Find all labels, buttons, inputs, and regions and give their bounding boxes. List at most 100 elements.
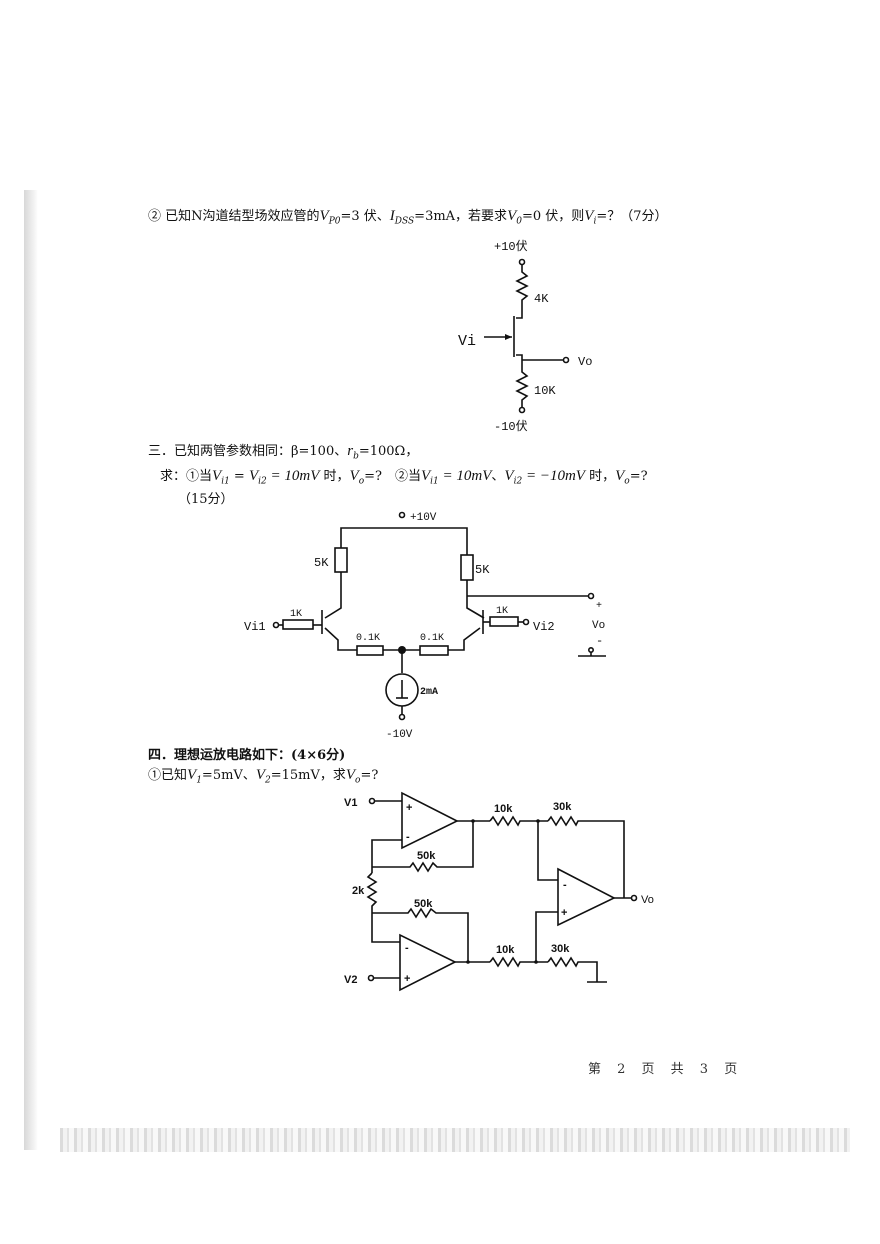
r2-label: 30k — [553, 801, 572, 813]
math-sub: P0 — [328, 216, 341, 227]
text: =? — [360, 768, 379, 783]
question-4-sub1: ①已知V1=5mV、V2=15mV，求Vo=? — [148, 764, 378, 786]
terminal — [398, 713, 406, 721]
resistor-re2 — [419, 645, 449, 656]
math: = 10mV — [266, 468, 320, 484]
r3-label: 50k — [417, 850, 436, 862]
rs-label: 10K — [534, 384, 556, 398]
question-3-ask: 求：①当Vi1 = Vi2 = 10mV 时，Vo=? ②当Vi1 = 10mV… — [160, 465, 648, 487]
resistor-10k — [515, 354, 529, 408]
terminal — [562, 356, 570, 364]
minus-label: - — [405, 942, 409, 954]
opamp-3 — [557, 867, 616, 927]
v1-label: V1 — [344, 797, 357, 809]
rc1-label: 5K — [314, 556, 329, 570]
rc2-label: 5K — [475, 563, 490, 577]
question-3-score: （15分） — [178, 492, 234, 507]
vo-label: Vo — [592, 620, 605, 632]
v2-label: V2 — [344, 974, 357, 986]
text: = — [229, 469, 249, 484]
vi2-label: Vi2 — [533, 620, 555, 634]
emitter-1 — [324, 627, 357, 651]
text: =100Ω， — [358, 444, 419, 459]
resistor-30k-feedback — [547, 815, 625, 898]
text: =5mV、 — [201, 768, 256, 783]
math-sub: i2 — [513, 476, 523, 487]
scan-noise — [60, 1128, 850, 1152]
opamp-1 — [401, 791, 459, 850]
r5-label: 10k — [496, 944, 515, 956]
math: V — [212, 468, 222, 484]
vcc-label: +10V — [410, 512, 437, 524]
math: V — [615, 468, 625, 484]
math-sub: o — [358, 476, 365, 487]
math: = 10mV — [438, 468, 492, 484]
minus-label: - — [406, 831, 410, 843]
math-sub: o — [624, 476, 630, 487]
diff-amp-circuit: +10V 5K 5K + Vo - Vi1 1K 0.1K 0.1K 1K — [244, 511, 606, 741]
math: V — [319, 208, 329, 224]
resistor-re1 — [356, 645, 384, 656]
output-terminal — [587, 592, 595, 600]
wire — [371, 839, 402, 873]
resistor-2k — [366, 872, 400, 943]
question-2-text: ② 已知N沟道结型场效应管的VP0=3 伏、IDSS=3mA，若要求V0=0 伏… — [148, 205, 668, 227]
re2-label: 0.1K — [420, 633, 444, 644]
math-sub: 2 — [264, 775, 271, 786]
math: I — [389, 208, 395, 224]
node — [466, 960, 470, 964]
minus-label: - — [563, 879, 567, 891]
collector-1 — [324, 572, 342, 619]
question-3-title: 三．已知两管参数相同：β=100、rb=100Ω， — [148, 440, 418, 462]
terminal — [518, 406, 526, 414]
vi2-terminal — [522, 618, 530, 626]
r4-label: 50k — [414, 898, 433, 910]
math-sub: o — [355, 775, 361, 786]
iee-label: 2mA — [420, 687, 438, 698]
math: V — [421, 468, 431, 484]
text: 时， — [319, 469, 350, 484]
math: V — [507, 208, 517, 224]
terminal — [398, 511, 406, 519]
math-sub: b — [353, 451, 359, 462]
text: ①已知 — [148, 768, 188, 783]
emitter-2 — [448, 627, 481, 651]
wire — [537, 821, 558, 881]
collector-2 — [466, 580, 485, 619]
math: = −10mV — [522, 468, 585, 484]
math: V — [349, 468, 359, 484]
math-sub: i — [593, 216, 597, 227]
resistor-50k-top — [372, 821, 474, 873]
math-sub: 1 — [196, 775, 202, 786]
plus-label: + — [406, 802, 412, 814]
math: V — [248, 468, 259, 484]
text: =3 伏、 — [340, 209, 390, 224]
vo-terminal — [630, 894, 638, 902]
r1-label: 10k — [494, 803, 513, 815]
math: V — [504, 468, 514, 484]
opamp-2 — [399, 933, 457, 992]
vss-label: -10伏 — [494, 419, 528, 434]
text: 时， — [584, 469, 616, 484]
page-footer: 第 2 页 共 3 页 — [588, 1062, 744, 1077]
resistor-50k-bottom — [372, 907, 469, 962]
math: V — [584, 208, 594, 224]
math-sub: i2 — [258, 476, 267, 487]
text: ②当 — [381, 469, 421, 484]
vo-label: Vo — [578, 355, 592, 369]
vi-label: Vi — [458, 333, 476, 350]
minus-label: - — [596, 634, 603, 648]
resistor-rb1 — [282, 619, 314, 630]
vi1-label: Vi1 — [244, 620, 266, 634]
text: =? — [629, 469, 648, 484]
text: =? — [364, 469, 382, 484]
text: 、 — [491, 469, 505, 484]
question-4-title: 四．理想运放电路如下：(4×6分) — [148, 748, 346, 763]
math-sub: 0 — [516, 216, 522, 227]
math: V — [255, 767, 265, 783]
scan-edge — [24, 190, 38, 1150]
math: V — [187, 767, 197, 783]
resistor-rc2 — [460, 554, 474, 581]
plus-label: + — [596, 601, 602, 612]
